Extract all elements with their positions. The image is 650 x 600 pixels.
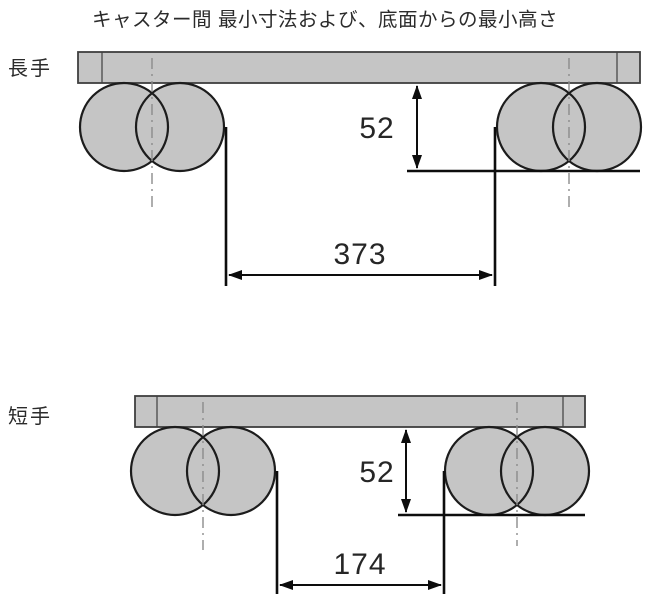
caster-wheel-fills	[80, 83, 641, 171]
long-side-label: 長手	[8, 57, 52, 80]
height-dimension-label: 52	[359, 112, 394, 145]
caster-wheel	[136, 83, 224, 171]
caster-wheel	[501, 427, 589, 515]
short-side-label: 短手	[8, 405, 52, 428]
diagram-title: キャスター間 最小寸法および、底面からの最小高さ	[92, 9, 558, 31]
caster-wheel-outline	[78, 81, 170, 173]
caster-wheel	[187, 427, 275, 515]
span-dimension-label: 174	[333, 548, 386, 581]
span-dimension-label: 373	[333, 238, 386, 271]
height-dimension-label: 52	[359, 456, 394, 489]
caster-wheel-outline	[134, 81, 226, 173]
deck-bar	[77, 51, 641, 84]
caster-wheel	[553, 83, 641, 171]
caster-wheel-outline	[185, 425, 277, 517]
deck-bar	[134, 395, 586, 428]
caster-wheel-fills	[131, 427, 589, 515]
caster-wheel-outline	[129, 425, 221, 517]
long-side-diagram: 長手	[8, 51, 643, 286]
short-side-diagram: 短手	[8, 395, 591, 594]
